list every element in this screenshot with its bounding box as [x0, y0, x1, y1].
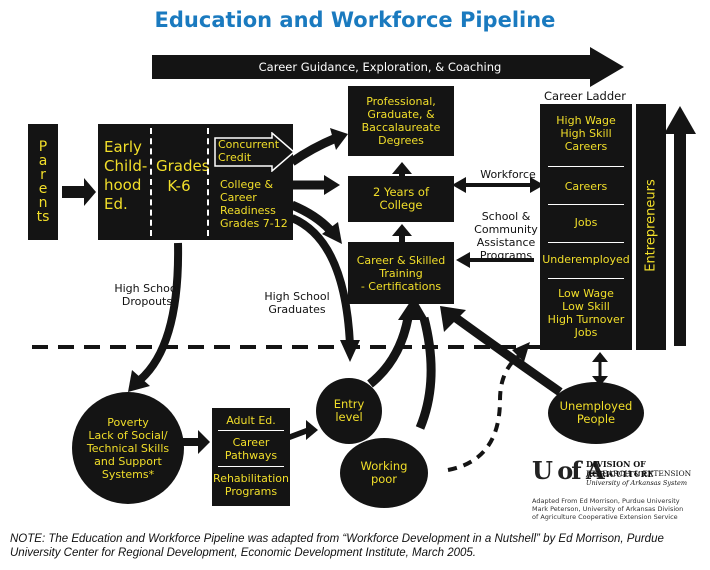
parents-box: Parents	[28, 124, 58, 240]
ladder-underemployed: Underemployed	[542, 253, 630, 266]
workforce-arrow-left	[452, 177, 466, 193]
ladder-careers: Careers	[564, 180, 608, 193]
adult-ed-divider	[218, 430, 284, 431]
uofa-mark: U of A	[532, 456, 605, 485]
adult-ed-label: Adult Ed.	[226, 414, 276, 427]
career-ladder-label: Career Ladder	[544, 89, 626, 103]
workforce-arrow-right	[530, 177, 544, 193]
ladder-divider	[548, 242, 624, 243]
guidance-label: Career Guidance, Exploration, & Coaching	[258, 60, 502, 74]
dropouts-arrow	[137, 242, 183, 384]
graduates-arrow	[290, 214, 354, 346]
diagram-title: Education and Workforce Pipeline	[154, 8, 556, 32]
adult-ed-box	[212, 408, 290, 506]
workforce-label: Workforce	[480, 168, 536, 181]
unemployed-to-training-arrow	[453, 314, 563, 396]
poverty-to-adulted-arrow	[180, 430, 210, 454]
concurrent-credit-arrow	[214, 132, 296, 172]
parents-arrow	[62, 178, 96, 206]
ladder-divider	[548, 204, 624, 205]
entrepreneurs-label: Entrepreneurs	[643, 179, 659, 272]
footnote: NOTE: The Education and Workforce Pipeli…	[10, 533, 664, 559]
college-up-arrow	[392, 162, 412, 174]
entrepreneur-up-arrow	[664, 106, 696, 134]
assistance-arrow	[456, 252, 470, 268]
parents-label: Parents	[36, 139, 50, 225]
uofa-logo: U of A DIVISION OF AGRICULTURE RESEARCH …	[532, 456, 708, 490]
career-ladder-box	[540, 104, 632, 350]
logo-line-1: DIVISION OF AGRICULTURE	[586, 459, 654, 479]
divider-line	[207, 128, 209, 236]
working-poor-dashed-arrow	[447, 353, 522, 472]
divider-line	[150, 128, 152, 236]
logo-line-3: University of Arkansas System	[586, 479, 688, 487]
to-professional-arrow	[289, 133, 338, 166]
entry-to-training-arrow	[367, 317, 413, 388]
ladder-divider	[548, 278, 624, 279]
adulted-to-entry-arrow	[290, 420, 318, 440]
logo-line-2: RESEARCH & EXTENSION	[586, 469, 692, 478]
poor-to-training-arrow	[415, 316, 436, 430]
to-training-arrow	[290, 200, 334, 234]
ladder-divider	[548, 166, 624, 167]
ladder-jobs: Jobs	[574, 216, 598, 229]
guidance-arrow-shape	[152, 47, 624, 87]
adapted-credit: Adapted From Ed Morrison, Purdue Univers…	[532, 497, 684, 521]
entrepreneurs-box	[636, 104, 666, 350]
adult-ed-divider	[218, 466, 284, 467]
unemployed-link-arrow	[592, 352, 608, 362]
training-up-arrow	[392, 224, 412, 236]
